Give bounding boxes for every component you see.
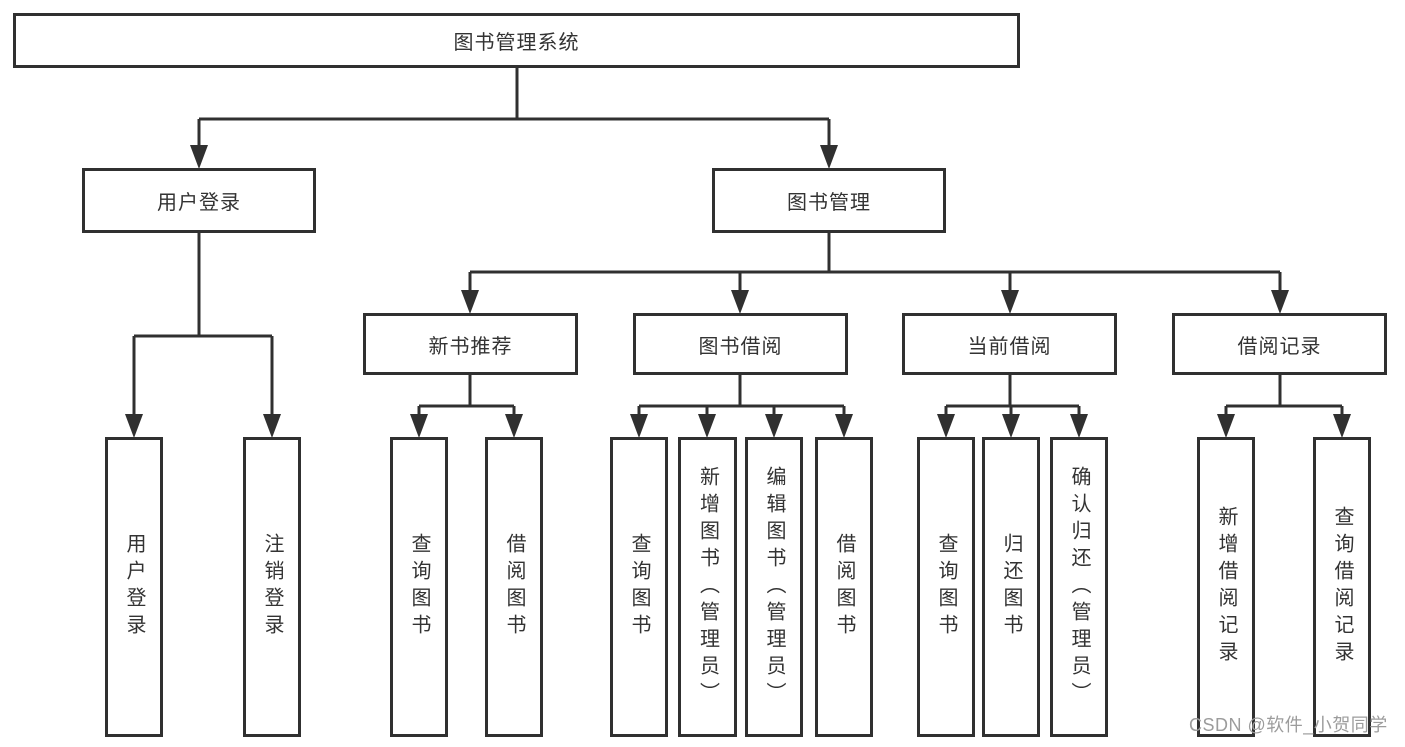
node-add-borrow-record: 新增借阅记录 xyxy=(1197,437,1255,737)
node-label: 借阅记录 xyxy=(1237,335,1322,358)
node-borrow-books: 借阅图书 xyxy=(485,437,543,737)
node-query-books: 查询图书 xyxy=(390,437,448,737)
arrowheads xyxy=(125,145,1351,438)
node-label: 查询图书 xyxy=(408,533,430,641)
node-label: 用户登录 xyxy=(123,533,145,641)
node-label: 图书管理 xyxy=(787,192,871,214)
node-label: 编辑图书（管理员） xyxy=(763,465,785,709)
node-label: 查询图书 xyxy=(935,533,957,641)
node-label: 借阅图书 xyxy=(833,533,855,641)
node-current-borrow: 当前借阅 xyxy=(902,313,1117,375)
node-label: 注销登录 xyxy=(261,533,283,641)
node-add-books-admin: 新增图书（管理员） xyxy=(678,437,737,737)
node-query-books: 查询图书 xyxy=(610,437,668,737)
node-user-login-leaf: 用户登录 xyxy=(105,437,163,737)
node-label: 确认归还（管理员） xyxy=(1068,465,1090,709)
csdn-watermark: CSDN @软件_小贺同学 xyxy=(1189,715,1388,735)
node-library-management-system: 图书管理系统 xyxy=(13,13,1020,68)
node-label: 图书借阅 xyxy=(698,335,783,358)
node-book-borrow: 图书借阅 xyxy=(633,313,848,375)
node-book-management: 图书管理 xyxy=(712,168,946,233)
node-return-books: 归还图书 xyxy=(982,437,1040,737)
node-label: 归还图书 xyxy=(1000,533,1022,641)
node-borrow-books: 借阅图书 xyxy=(815,437,873,737)
node-label: 图书管理系统 xyxy=(453,32,580,54)
node-logout: 注销登录 xyxy=(243,437,301,737)
node-label: 用户登录 xyxy=(157,192,241,214)
node-edit-books-admin: 编辑图书（管理员） xyxy=(745,437,803,737)
node-query-books: 查询图书 xyxy=(917,437,975,737)
node-label: 新增图书（管理员） xyxy=(696,465,719,709)
node-label: 查询借阅记录 xyxy=(1331,506,1353,668)
node-user-login: 用户登录 xyxy=(82,168,316,233)
node-label: 借阅图书 xyxy=(503,533,525,641)
node-query-borrow-record: 查询借阅记录 xyxy=(1313,437,1371,737)
node-new-book-recommend: 新书推荐 xyxy=(363,313,578,375)
node-label: 查询图书 xyxy=(628,533,650,641)
node-label: 新书推荐 xyxy=(428,335,513,358)
node-confirm-return-admin: 确认归还（管理员） xyxy=(1050,437,1108,737)
node-label: 新增借阅记录 xyxy=(1215,506,1237,668)
node-borrow-records: 借阅记录 xyxy=(1172,313,1387,375)
node-label: 当前借阅 xyxy=(967,335,1052,358)
